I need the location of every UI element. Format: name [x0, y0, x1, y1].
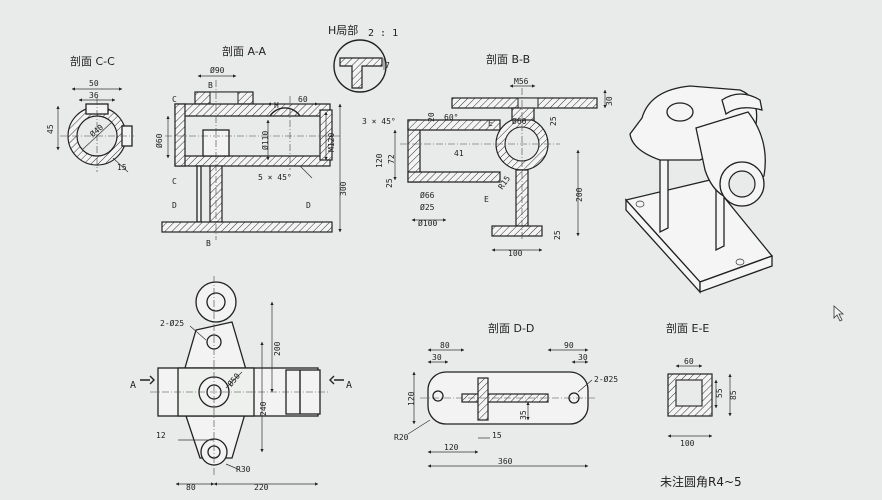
aa-mark-d-right: D: [306, 201, 311, 210]
bb-dim-dia25: Ø25: [420, 202, 435, 212]
cc-dim-36: 36: [89, 91, 99, 100]
aa-bottom-wall: [174, 155, 331, 167]
dd-dim-15: 15: [492, 431, 502, 440]
aa-dim-m120: M120: [327, 133, 336, 152]
dd-dim-120-horiz: 120: [444, 443, 459, 452]
top-dim-220: 220: [254, 483, 269, 492]
bb-dim-72: 72: [387, 154, 396, 164]
ee-dim-100: 100: [680, 439, 695, 448]
aa-mark-c-top: C: [172, 95, 177, 104]
bb-dim-dia66: Ø66: [420, 190, 435, 200]
aa-left-wall: [174, 103, 186, 167]
isometric-view: [624, 85, 774, 294]
mouse-cursor-icon: [833, 305, 845, 322]
top-dim-240: 240: [259, 401, 268, 416]
top-mark-a-left: A: [130, 380, 136, 391]
bb-mark-e-bottom: E: [484, 195, 489, 204]
bb-dim-dia100: Ø100: [418, 218, 437, 228]
section-cc-view: 剖面 C-C 50 36 45 Ø40 15: [46, 54, 134, 173]
fillet-note: 未注圆角R4~5: [660, 474, 742, 489]
dd-dim-2-dia25: 2-Ø25: [594, 374, 618, 384]
bb-dim-25-left: 25: [385, 178, 394, 188]
bb-dim-25-bottom: 25: [553, 230, 562, 240]
dd-dim-90: 90: [564, 341, 574, 350]
aa-mark-d-left: D: [172, 201, 177, 210]
bb-dim-41: 41: [454, 149, 464, 158]
dd-dim-r20: R20: [394, 433, 409, 442]
section-cc-title: 剖面 C-C: [70, 54, 115, 68]
top-mark-a-right: A: [346, 380, 352, 391]
section-aa-title: 剖面 A-A: [222, 44, 267, 58]
top-dim-12: 12: [156, 431, 166, 440]
dd-dim-80: 80: [440, 341, 450, 350]
bb-mark-e-top: E: [488, 119, 493, 128]
bb-dim-200: 200: [575, 187, 584, 202]
section-aa-view: 剖面 A-A Ø90 60 Ø60 Ø110 M120 300 5 × 45° …: [154, 44, 348, 248]
bb-dim-25-top: 25: [549, 116, 558, 126]
aa-dim-dia60: Ø60: [154, 133, 164, 148]
bb-dim-m56: M56: [514, 77, 529, 86]
top-dim-200: 200: [273, 341, 282, 356]
bb-base: [491, 225, 543, 237]
dd-dim-30-right: 30: [578, 353, 588, 362]
top-dim-2-dia25: 2-Ø25: [160, 318, 184, 328]
dd-dim-120-vert: 120: [407, 391, 416, 406]
ee-dim-85: 85: [729, 390, 738, 400]
aa-base-plate: [161, 221, 333, 233]
bb-dim-30: 30: [605, 96, 614, 106]
top-dim-80: 80: [186, 483, 196, 492]
section-ee-title: 剖面 E-E: [666, 321, 709, 335]
cc-dim-50: 50: [89, 79, 99, 88]
section-bb-title: 剖面 B-B: [486, 52, 530, 66]
dd-cross-vertical: [477, 377, 489, 421]
detail-h-title: H局部: [328, 23, 358, 37]
h-dim-7: 7: [385, 61, 390, 70]
dd-dim-35: 35: [519, 410, 528, 420]
section-dd-view: 剖面 D-D 80 30 90 30 2-Ø25 120 35 R20 15 1…: [394, 321, 618, 468]
bb-dim-20: 20: [427, 112, 436, 122]
aa-mark-h: H: [274, 101, 279, 110]
dd-dim-360: 360: [498, 457, 513, 466]
section-bb-view: 剖面 B-B M56 30 20 60° Ø60 25 3 × 45° 120 …: [362, 52, 614, 258]
top-view: 2-Ø25 200 Ø50 240 12 R30 80 220 A A: [130, 276, 352, 492]
aa-dim-chamfer: 5 × 45°: [258, 173, 292, 182]
section-dd-title: 剖面 D-D: [488, 321, 534, 335]
aa-top-wall: [174, 103, 331, 117]
detail-h-view: H局部 2 : 1 7: [328, 23, 398, 93]
aa-mark-c-bottom: C: [172, 177, 177, 186]
bb-dim-100: 100: [508, 249, 523, 258]
detail-h-scale: 2 : 1: [368, 28, 398, 39]
cc-dim-15: 15: [117, 163, 127, 172]
ee-dim-55: 55: [715, 388, 724, 398]
dd-dim-30-left: 30: [432, 353, 442, 362]
bb-dim-dia60: Ø60: [512, 116, 527, 126]
aa-dim-dia110: Ø110: [260, 131, 270, 150]
section-ee-view: 剖面 E-E 60 55 85 100: [666, 321, 738, 448]
aa-dim-dia90: Ø90: [210, 65, 225, 75]
cc-dim-45: 45: [46, 124, 55, 134]
ee-dim-60: 60: [684, 357, 694, 366]
bb-dim-120: 120: [375, 153, 384, 168]
aa-dim-300: 300: [339, 181, 348, 196]
aa-mark-b-top: B: [208, 81, 213, 90]
bb-dim-chamfer: 3 × 45°: [362, 117, 396, 126]
bb-dim-60deg: 60°: [444, 113, 458, 122]
top-dim-r30: R30: [236, 465, 251, 474]
aa-mark-b-bottom: B: [206, 239, 211, 248]
aa-dim-60: 60: [298, 95, 308, 104]
